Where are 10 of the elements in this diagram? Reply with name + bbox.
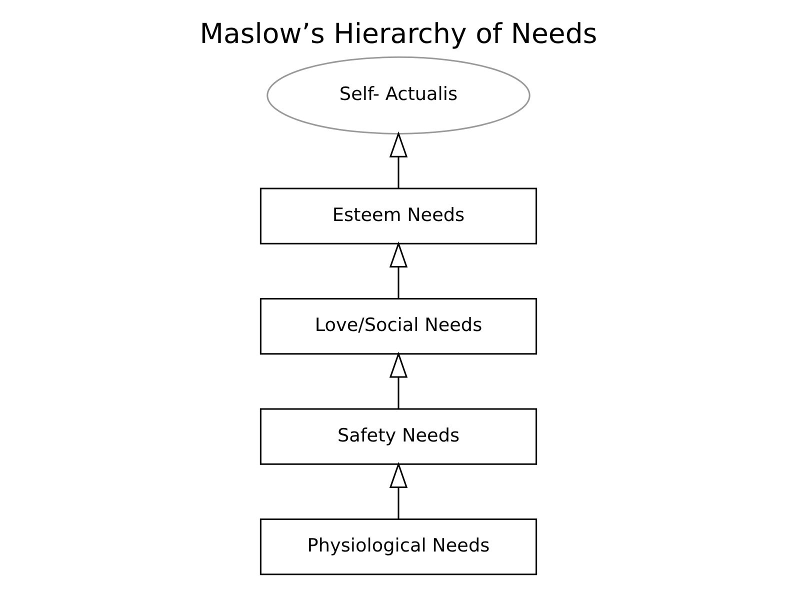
node-ellipse: Self- Actualis	[266, 56, 530, 134]
arrow	[389, 241, 408, 298]
arrow	[389, 462, 408, 519]
node-box: Esteem Needs	[260, 188, 538, 244]
arrow	[389, 131, 408, 188]
arrow	[389, 352, 408, 408]
node-box: Physiological Needs	[260, 518, 538, 576]
node-box: Safety Needs	[260, 408, 538, 465]
diagram-title: Maslow’s Hierarchy of Needs	[200, 18, 598, 50]
node-box: Love/Social Needs	[260, 298, 538, 355]
